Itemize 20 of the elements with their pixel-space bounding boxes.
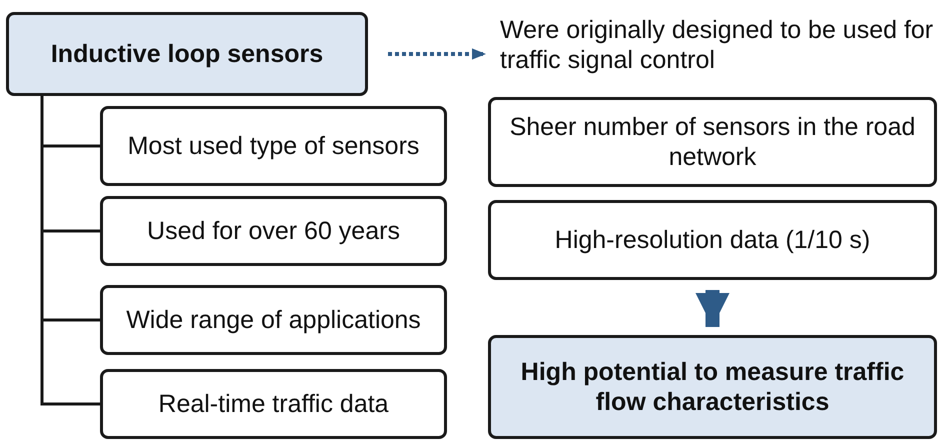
heading-text: High potential to measure traffic flow characteristics	[520, 357, 906, 417]
box-text: High-resolution data (1/10 s)	[554, 225, 870, 255]
box-text: Sheer number of sensors in the road network	[508, 112, 916, 172]
heading-box	[6, 12, 368, 96]
process-box	[100, 369, 447, 439]
box-text: Real-time traffic data	[158, 389, 389, 419]
result-box	[488, 335, 937, 439]
process-box	[100, 196, 447, 266]
process-box	[100, 106, 447, 186]
box-text: Most used type of sensors	[128, 131, 420, 161]
block-arrow	[696, 290, 730, 327]
process-box	[488, 200, 937, 280]
process-box	[488, 97, 937, 187]
box-text: Used for over 60 years	[147, 216, 400, 246]
box-text: Wide range of applications	[126, 305, 421, 335]
dotted-arrow	[388, 48, 486, 60]
connector-line	[40, 96, 100, 406]
heading-text: Inductive loop sensors	[50, 39, 324, 69]
process-box	[100, 285, 447, 355]
note-text: Were originally designed to be used for traffic signal control	[500, 15, 934, 75]
